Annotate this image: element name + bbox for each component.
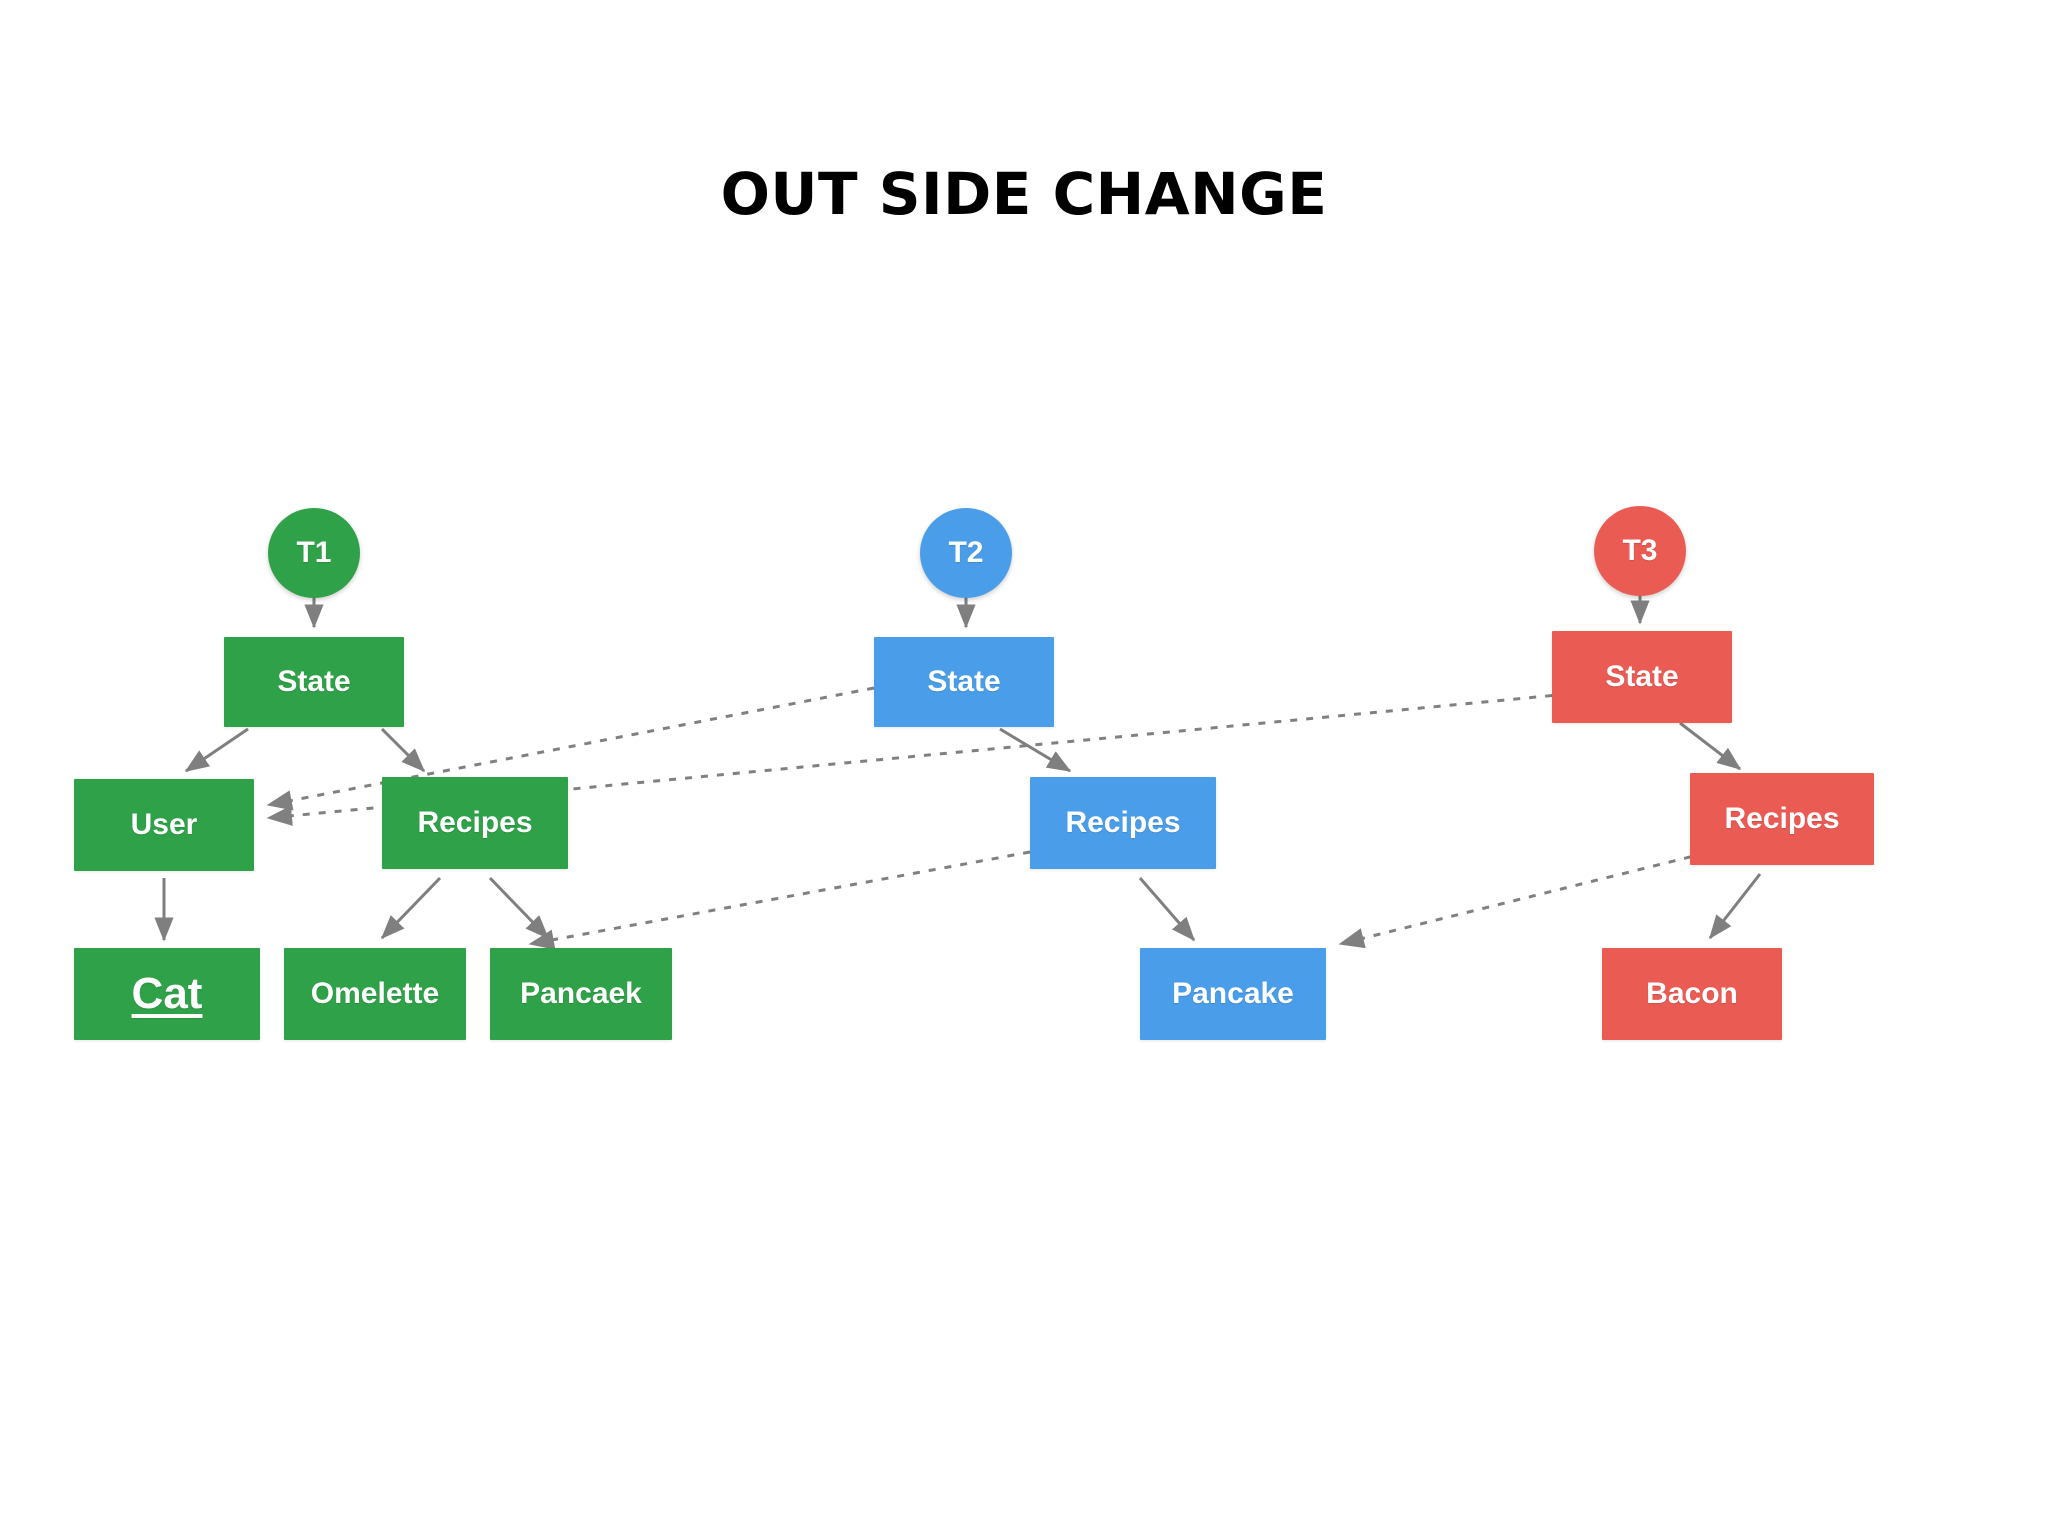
node-t1-omelette[interactable]: Omelette <box>284 948 466 1040</box>
node-label: Pancaek <box>520 977 642 1010</box>
edge-t3-recipes-to-bacon <box>1708 873 1762 940</box>
edge-t1-state-to-recipes <box>380 727 426 773</box>
node-label: T1 <box>296 536 332 569</box>
node-t1-cat[interactable]: Cat <box>74 948 260 1040</box>
solid-edges-t1 <box>154 578 550 942</box>
node-t2-pancake[interactable]: Pancake <box>1140 948 1326 1040</box>
edge-t2-state-to-recipes <box>999 727 1072 773</box>
node-label: Recipes <box>417 806 533 839</box>
node-t1-user[interactable]: User <box>74 779 254 871</box>
node-t2-root[interactable]: T2 <box>920 508 1012 598</box>
node-label: T2 <box>948 536 984 569</box>
node-t3-state[interactable]: State <box>1552 631 1732 723</box>
edge-t3-state-to-recipes <box>1679 721 1742 771</box>
page-title: OUT SIDE CHANGE <box>720 160 1328 228</box>
node-t1-root[interactable]: T1 <box>268 508 360 598</box>
node-label: Omelette <box>310 977 440 1010</box>
edge-t2-recipes-to-pancake <box>1138 877 1196 942</box>
node-t3-recipes[interactable]: Recipes <box>1690 773 1874 865</box>
node-t1-state[interactable]: State <box>224 637 404 727</box>
node-label: User <box>130 808 198 841</box>
node-label: Recipes <box>1065 806 1181 839</box>
node-t3-root[interactable]: T3 <box>1594 506 1686 596</box>
node-label: Bacon <box>1646 977 1738 1010</box>
node-t1-pancaek[interactable]: Pancaek <box>490 948 672 1040</box>
node-label: Pancake <box>1172 977 1294 1010</box>
node-label: Recipes <box>1724 802 1840 835</box>
node-label: State <box>277 665 351 698</box>
node-t1-recipes[interactable]: Recipes <box>382 777 568 869</box>
node-t2-state[interactable]: State <box>874 637 1054 727</box>
node-t2-recipes[interactable]: Recipes <box>1030 777 1216 869</box>
node-label: State <box>927 665 1001 698</box>
node-label: T3 <box>1622 534 1658 567</box>
edge-t2-recipes-to-t1-pancaek <box>528 850 1031 950</box>
edge-t1-recipes-to-omelette <box>380 876 442 940</box>
edge-t1-state-to-user <box>184 727 249 773</box>
edge-t3-recipes-to-t2-pancake <box>1338 847 1723 949</box>
edge-t1-recipes-to-pancaek <box>488 876 550 940</box>
node-label: State <box>1605 660 1679 693</box>
node-label: Cat <box>131 969 203 1018</box>
node-t3-bacon[interactable]: Bacon <box>1602 948 1782 1040</box>
